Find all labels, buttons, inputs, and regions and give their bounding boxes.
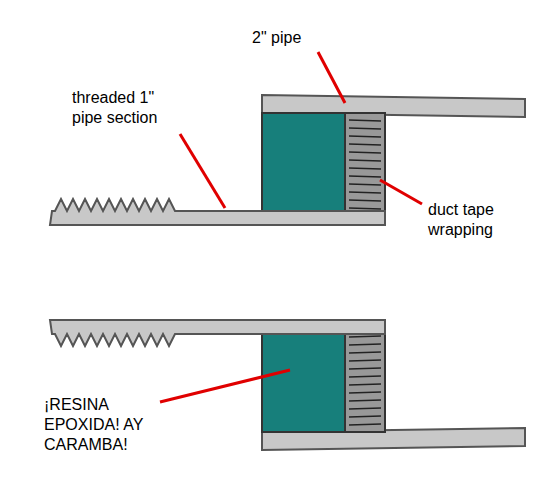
note-label: ¡RESINA EPOXIDA! AY CARAMBA!	[44, 395, 164, 455]
part-label: 2" pipe	[252, 28, 342, 48]
part-label: duct tape wrapping	[428, 200, 518, 240]
leader-line	[160, 370, 290, 402]
leader-line	[180, 134, 225, 208]
leader-line	[380, 180, 422, 204]
part-label: threaded 1" pipe section	[72, 88, 172, 128]
leader-line	[318, 52, 345, 103]
